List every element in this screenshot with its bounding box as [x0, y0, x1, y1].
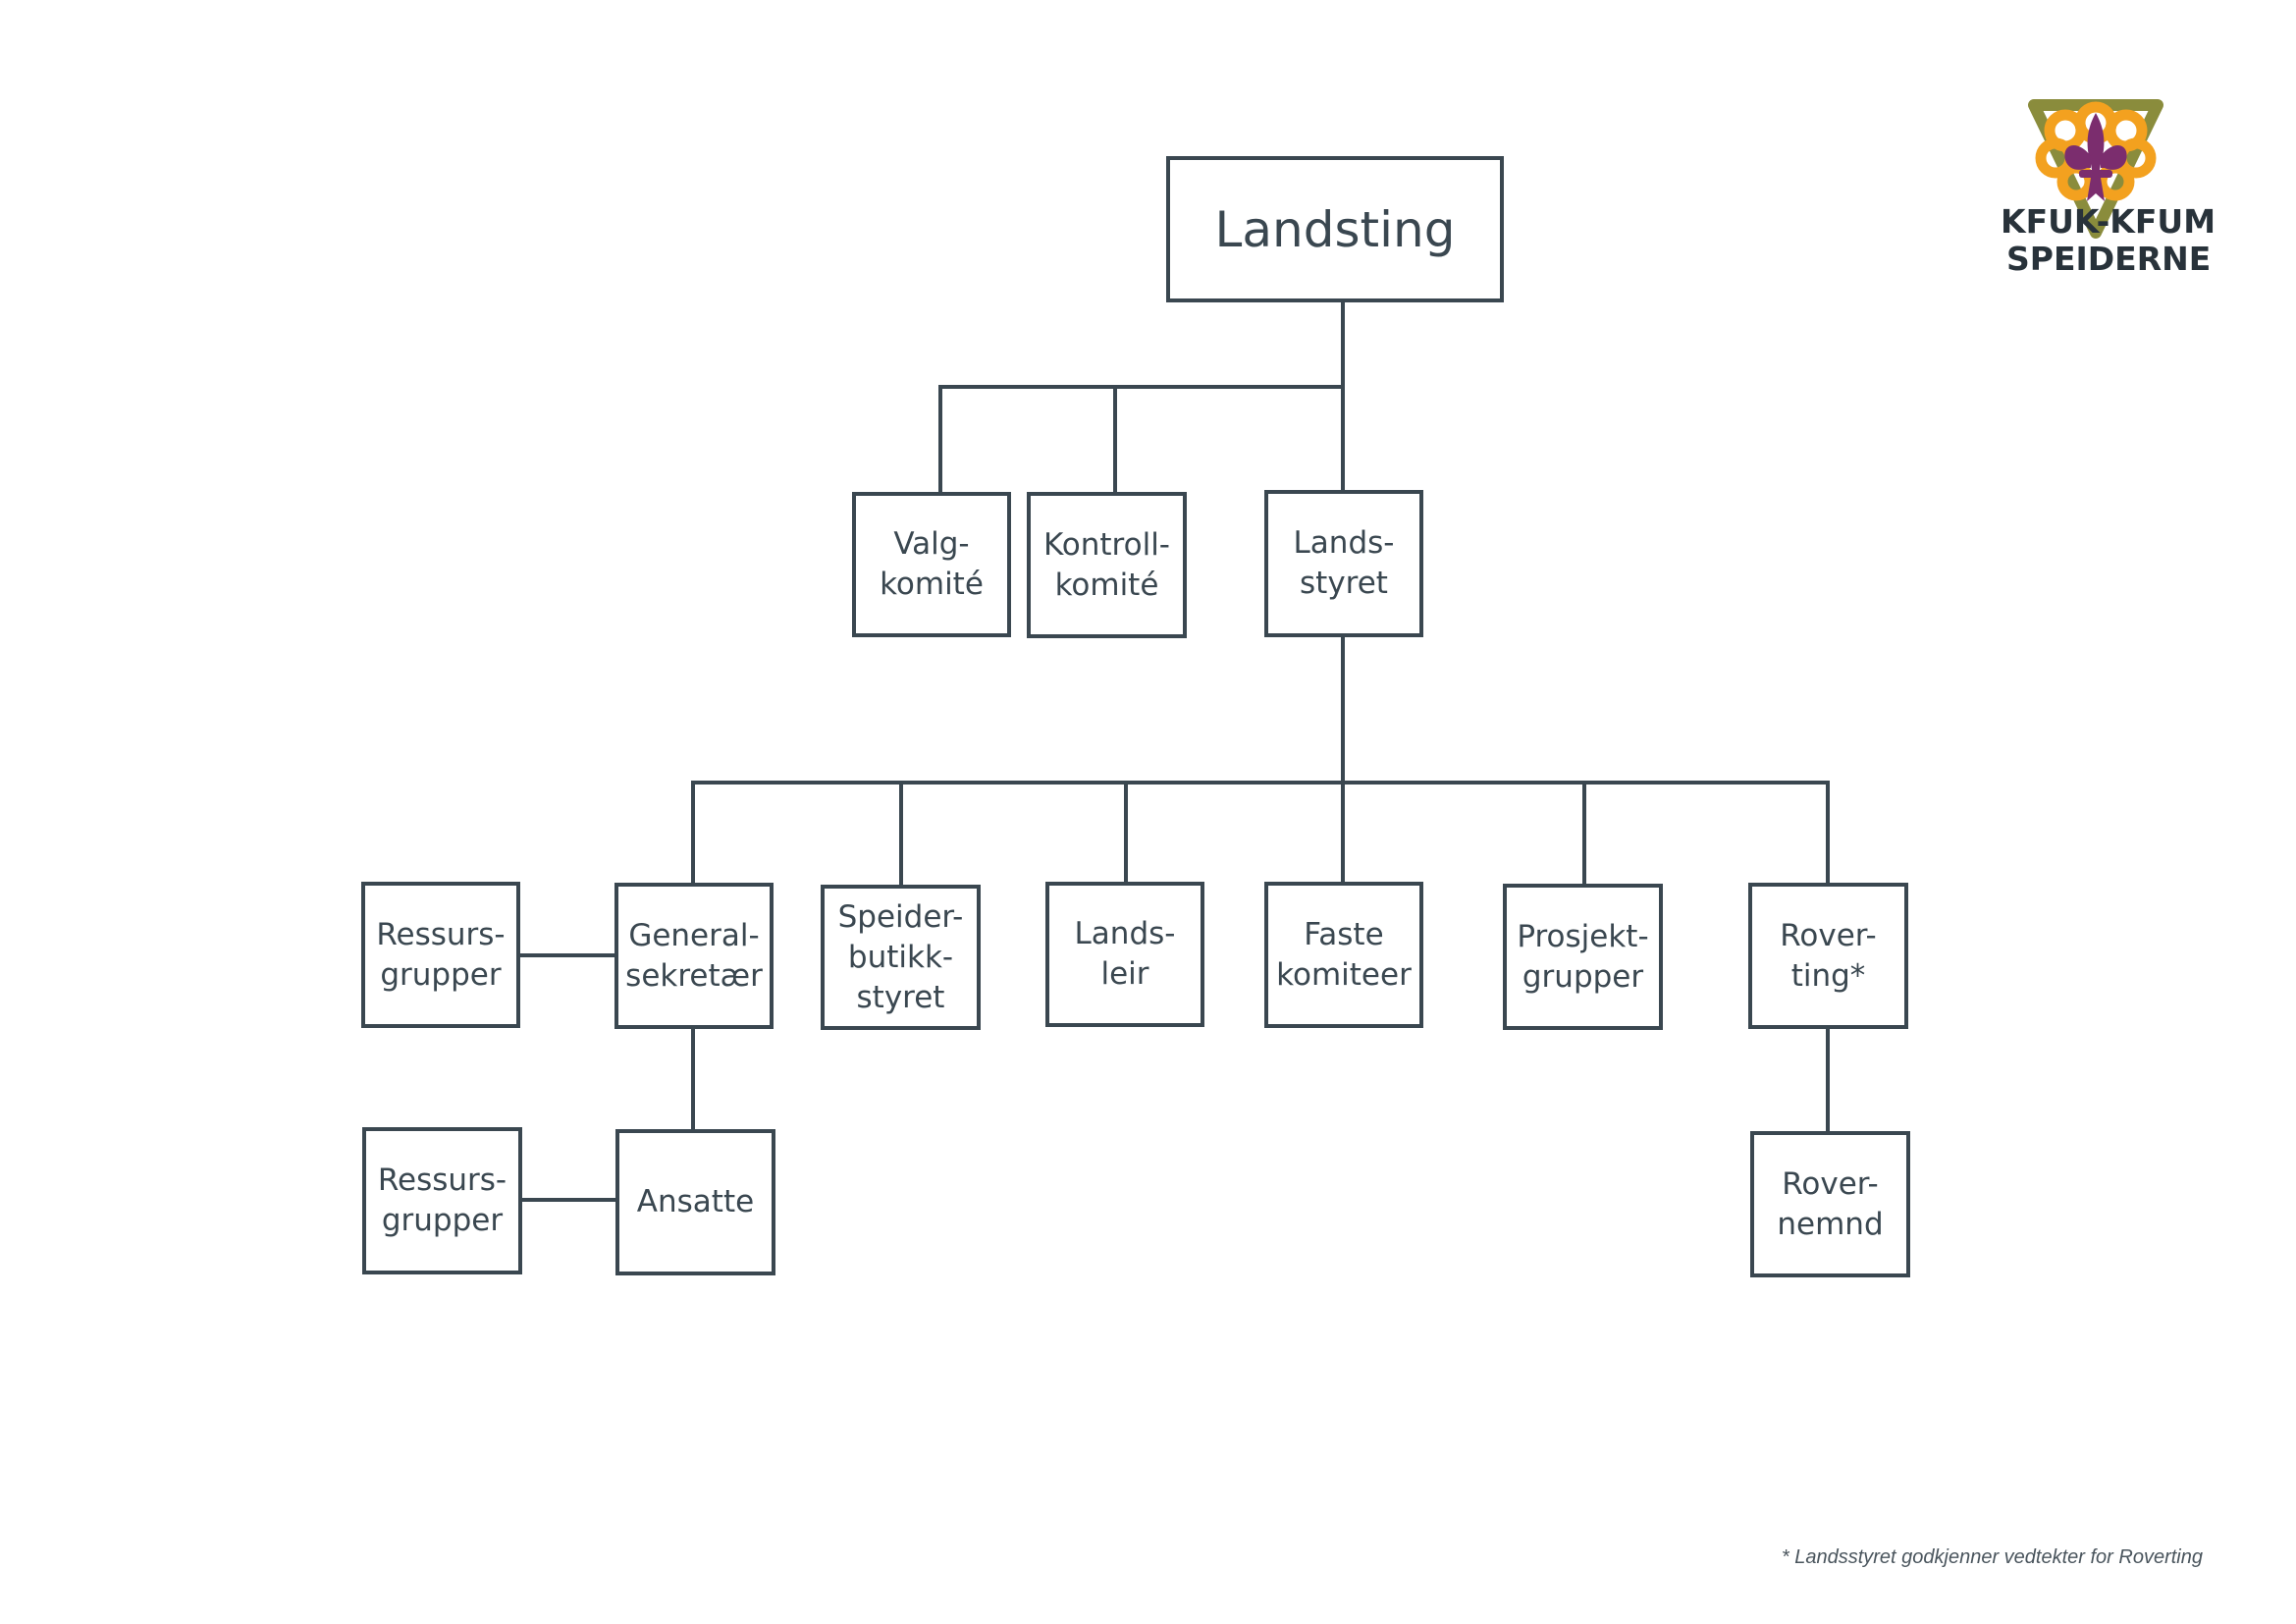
node-label: Kontroll- komité	[1043, 526, 1170, 603]
node-kontrollkomite: Kontroll- komité	[1027, 492, 1187, 638]
node-label: Ressurs- grupper	[377, 1163, 507, 1238]
node-label: Rover- nemnd	[1777, 1165, 1884, 1242]
node-label: Lands- styret	[1293, 525, 1395, 601]
logo-line-2: SPEIDERNE	[2006, 240, 2212, 278]
node-landsleir: Lands- leir	[1045, 882, 1204, 1027]
kfuk-kfum-emblem-icon	[2028, 99, 2163, 239]
node-landsstyret: Lands- styret	[1264, 490, 1423, 637]
node-generalsekretaer: General- sekretær	[614, 883, 774, 1029]
node-label: Lands- leir	[1074, 916, 1176, 992]
node-label: Faste komiteer	[1276, 916, 1412, 993]
node-ressursgrupper-2: Ressurs- grupper	[362, 1127, 522, 1274]
node-label: Ansatte	[636, 1184, 755, 1219]
node-faste-komiteer: Faste komiteer	[1264, 882, 1423, 1028]
logo-line-1: KFUK-KFUM	[2001, 202, 2216, 241]
node-valgkomite: Valg- komité	[852, 492, 1011, 637]
node-label: Rover- ting*	[1780, 917, 1877, 994]
node-landsting: Landsting	[1166, 156, 1504, 302]
node-label: Valg- komité	[880, 526, 984, 602]
node-label: Landsting	[1214, 200, 1456, 258]
node-ansatte: Ansatte	[615, 1129, 775, 1275]
footnote: * Landsstyret godkjenner vedtekter for R…	[1781, 1546, 2203, 1568]
node-speiderbutikkstyret: Speider- butikk- styret	[821, 885, 981, 1030]
node-label: General- sekretær	[625, 917, 763, 994]
node-rovernemnd: Rover- nemnd	[1750, 1131, 1910, 1277]
node-roverting: Rover- ting*	[1748, 883, 1908, 1029]
node-label: Ressurs- grupper	[376, 916, 506, 993]
node-ressursgrupper-1: Ressurs- grupper	[361, 882, 520, 1028]
node-label: Speider- butikk- styret	[837, 898, 964, 1015]
node-prosjektgrupper: Prosjekt- grupper	[1503, 884, 1663, 1030]
node-label: Prosjekt- grupper	[1517, 918, 1649, 995]
